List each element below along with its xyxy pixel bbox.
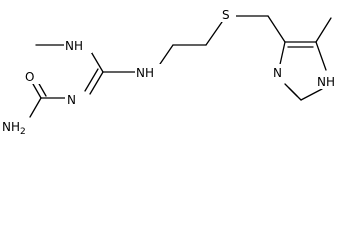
bond-nh-guanidine-carbon <box>89 49 104 73</box>
atom-label-layer: NH NH S N O NH2 N NH <box>0 6 344 137</box>
bond-carbonyl-nh2 <box>29 97 42 118</box>
structure-canvas: NH NH S N O NH2 N NH <box>0 6 344 137</box>
thioether-s-label: S <box>222 8 230 22</box>
bond-carbonyl-o-double-b <box>37 81 47 97</box>
linker-nh-label: NH <box>136 66 154 80</box>
bond-carbonyl-o-double-a <box>32 83 42 99</box>
imine-n-label: N <box>67 93 76 107</box>
bond-ethyl-s <box>205 21 223 46</box>
amide-nh2-label: NH2 <box>2 120 26 137</box>
carbonyl-o-label: O <box>25 70 34 84</box>
ring-nh-label: NH <box>317 75 335 89</box>
bond-layer <box>29 15 332 118</box>
chemical-structure: NH NH S N O NH2 N NH <box>0 6 344 137</box>
bond-ring-c2-n3-b <box>288 87 298 97</box>
methylamino-nh-label: NH <box>65 39 83 53</box>
bond-ring-methyl <box>315 17 332 43</box>
bond-nh-ethyl <box>159 44 174 65</box>
bond-methylene-ring <box>267 15 286 43</box>
amide-nh-text: NH <box>2 120 20 134</box>
ring-n-label: N <box>273 66 282 80</box>
amide-nh2-subscript: 2 <box>20 127 26 137</box>
bond-guanidine-carbon-n-double-b <box>84 68 99 92</box>
bond-guanidine-carbon-n-double-a <box>89 71 104 95</box>
bond-ring-c5-n1 <box>315 41 327 71</box>
bond-ring-n1-c2 <box>300 88 323 101</box>
